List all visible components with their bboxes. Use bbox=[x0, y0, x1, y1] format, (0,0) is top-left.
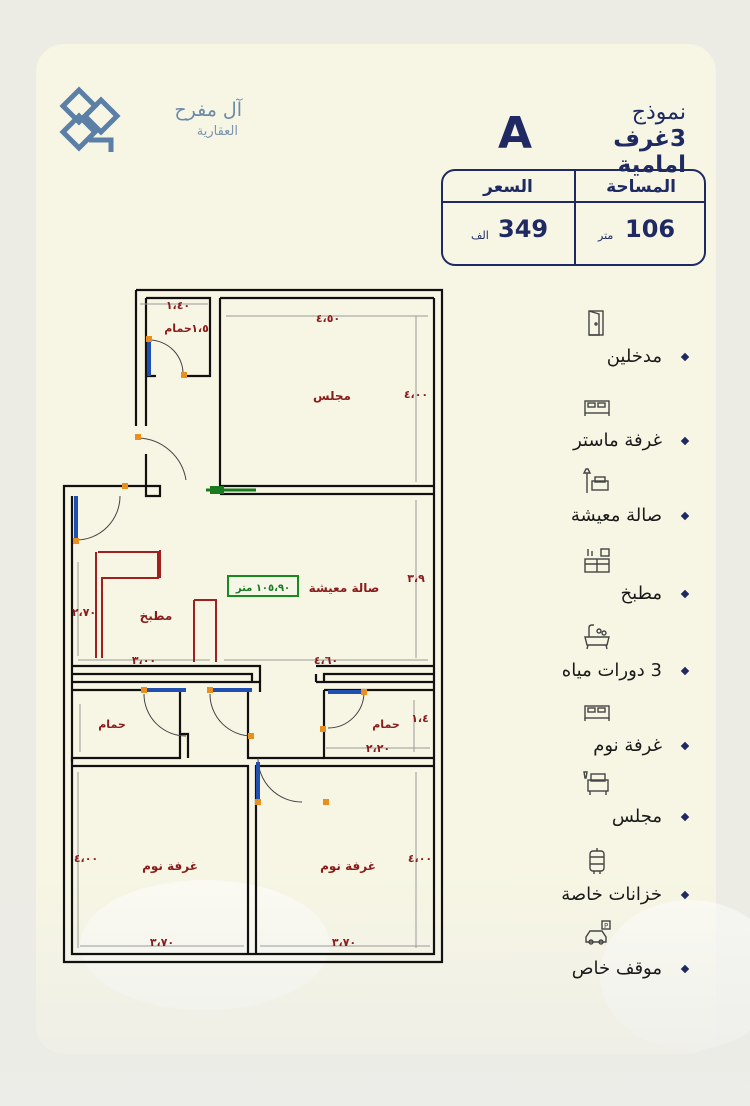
feature-label: مدخلين bbox=[606, 346, 662, 367]
dim-label: ٤،٠٠ bbox=[74, 852, 98, 865]
door-swing bbox=[257, 757, 303, 803]
room-label-living: صالة معيشة bbox=[309, 581, 380, 595]
floor-plan: مجلس صالة معيشة مطبخ حمام حمام حمام غرفة… bbox=[62, 288, 444, 964]
dim-label: ٢،٧٠ bbox=[72, 606, 96, 619]
area-value: 106 bbox=[625, 215, 676, 243]
room-label-bath-top: حمام bbox=[164, 322, 192, 335]
sofa-lamp-icon bbox=[582, 468, 609, 493]
feature-label: صالة معيشة bbox=[570, 505, 662, 526]
door-swing bbox=[143, 693, 187, 737]
outer-wall bbox=[62, 288, 444, 964]
price-value: 349 bbox=[498, 215, 549, 243]
feature-label: مجلس bbox=[611, 806, 662, 827]
feature-label: مطبخ bbox=[620, 583, 662, 604]
brand-subtitle: العقارية bbox=[196, 124, 238, 139]
bullet-dot bbox=[680, 352, 690, 362]
dim-label: ٤،٠٠ bbox=[408, 852, 432, 865]
door-icon bbox=[588, 310, 604, 336]
price-unit: الف bbox=[471, 229, 489, 242]
bath-left-wall bbox=[180, 732, 190, 758]
feature-item: مجلس bbox=[500, 768, 690, 838]
dim-label: ٤،٠٠ bbox=[404, 388, 428, 401]
feature-item: مدخلين bbox=[500, 308, 690, 378]
bullet-dot bbox=[680, 890, 690, 900]
bedroom-wall bbox=[72, 756, 434, 954]
living-area-label: ١٠٥،٩٠ متر bbox=[235, 583, 290, 594]
brand-name: آل مفرح bbox=[174, 99, 242, 121]
majlis-wall bbox=[218, 296, 434, 496]
dim-label: ١،٤٠ bbox=[166, 299, 190, 312]
bullet-dot bbox=[680, 666, 690, 676]
dim-label: ٤،٥٠ bbox=[316, 312, 340, 325]
dim-label: ٣،٧٠ bbox=[332, 936, 356, 949]
feature-item: خزانات خاصة bbox=[500, 846, 690, 916]
room-label-bedroom-left: غرفة نوم bbox=[142, 859, 198, 874]
price-header: السعر bbox=[483, 177, 533, 197]
feature-item: صالة معيشة bbox=[500, 467, 690, 537]
feature-item: 3 دورات مياه bbox=[500, 622, 690, 692]
door-swing bbox=[75, 495, 121, 541]
feature-item: غرفة نوم bbox=[500, 697, 690, 767]
bottom-fade bbox=[0, 870, 750, 1106]
feature-item: غرفة ماستر bbox=[500, 392, 690, 462]
feature-label: موقف خاص bbox=[571, 958, 662, 979]
bed-icon bbox=[584, 705, 610, 721]
bed-icon bbox=[584, 400, 610, 416]
inner-wall bbox=[70, 298, 436, 956]
feature-item: P موقف خاص bbox=[500, 920, 690, 990]
bullet-dot bbox=[680, 589, 690, 599]
feature-item: مطبخ bbox=[500, 545, 690, 615]
brand-logo-icon bbox=[59, 86, 121, 152]
armchair-icon bbox=[583, 771, 609, 795]
kitchen-icon bbox=[584, 548, 610, 573]
model-subtitle: 3غرف امامية bbox=[613, 126, 686, 178]
door-swing bbox=[209, 693, 253, 737]
bathtub-icon bbox=[584, 624, 610, 650]
room-label-majlis: مجلس bbox=[313, 389, 351, 403]
svg-text:P: P bbox=[604, 922, 608, 930]
feature-label: غرفة نوم bbox=[593, 735, 662, 756]
room-label-bedroom-right: غرفة نوم bbox=[320, 859, 376, 874]
feature-label: خزانات خاصة bbox=[561, 884, 662, 905]
area-label-box bbox=[227, 575, 299, 597]
dim-label: ٣،٧٠ bbox=[150, 936, 174, 949]
dim-label: ٢،٢٠ bbox=[366, 742, 390, 755]
dim-label: ٤،٦٠ bbox=[314, 654, 338, 667]
dim-label: ١،٤ bbox=[411, 712, 429, 725]
feature-label: غرفة ماستر bbox=[573, 430, 662, 451]
dim-label: ٣،٩ bbox=[407, 572, 425, 585]
room-label-kitchen: مطبخ bbox=[140, 609, 173, 623]
area-unit: متر bbox=[598, 229, 614, 242]
model-title: نموذج bbox=[631, 100, 686, 125]
table-divider bbox=[574, 171, 576, 264]
area-header: المساحة bbox=[606, 177, 676, 197]
water-tank-icon bbox=[589, 848, 605, 874]
dim-label: ١،٥ bbox=[191, 322, 209, 335]
bullet-dot bbox=[680, 812, 690, 822]
bullet-dot bbox=[680, 436, 690, 446]
parking-car-icon: P bbox=[585, 920, 611, 945]
bullet-dot bbox=[680, 511, 690, 521]
door-swing bbox=[137, 437, 187, 481]
dim-label: ٣،٠٠ bbox=[132, 654, 156, 667]
living-wall bbox=[72, 664, 262, 682]
feature-label: 3 دورات مياه bbox=[561, 660, 662, 681]
info-table: المساحة السعر 106 متر 349 الف bbox=[441, 169, 706, 266]
room-label-bath-left: حمام bbox=[98, 718, 126, 731]
bullet-dot bbox=[680, 741, 690, 751]
room-label-bath-right: حمام bbox=[372, 718, 400, 731]
door-swing bbox=[148, 339, 184, 377]
model-letter: A bbox=[498, 108, 533, 159]
living-wall bbox=[314, 664, 434, 682]
door-swing bbox=[327, 691, 365, 729]
table-divider bbox=[443, 201, 704, 203]
bedroom-wall bbox=[246, 692, 256, 760]
bullet-dot bbox=[680, 964, 690, 974]
